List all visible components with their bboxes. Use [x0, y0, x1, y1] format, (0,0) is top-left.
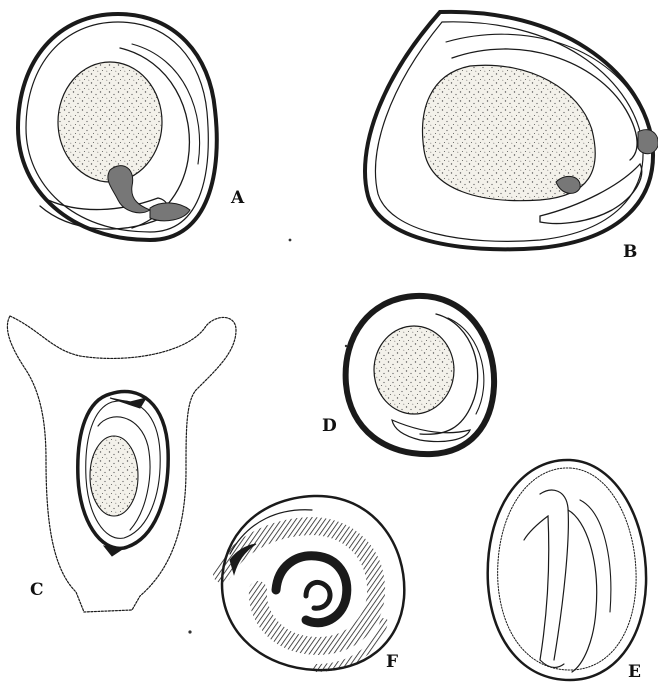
figure-label-c: C	[30, 582, 44, 599]
speck	[188, 630, 191, 633]
figure-d-seed	[346, 296, 494, 454]
figure-b-seed	[365, 12, 658, 250]
figure-label-f: F	[386, 654, 398, 671]
figure-c-fruit	[7, 316, 236, 612]
figure-label-d: D	[322, 418, 337, 435]
figure-a-radicle	[108, 166, 150, 213]
figure-e-seed	[488, 460, 646, 680]
figure-label-b: B	[623, 244, 637, 261]
figure-e-cotyledons	[540, 490, 568, 660]
figure-label-e: E	[628, 664, 641, 681]
figure-a-seed	[18, 14, 217, 240]
figure-label-a: A	[231, 190, 244, 207]
speck	[345, 345, 347, 347]
figure-f-spiral-center	[306, 582, 330, 608]
figure-f-spiral-embryo	[222, 496, 404, 670]
figure-e-seed-coat	[488, 460, 646, 680]
figure-d-endosperm	[374, 326, 454, 414]
figure-c-endosperm	[90, 436, 138, 516]
figure-a-endosperm	[58, 62, 162, 182]
speck	[289, 239, 292, 242]
